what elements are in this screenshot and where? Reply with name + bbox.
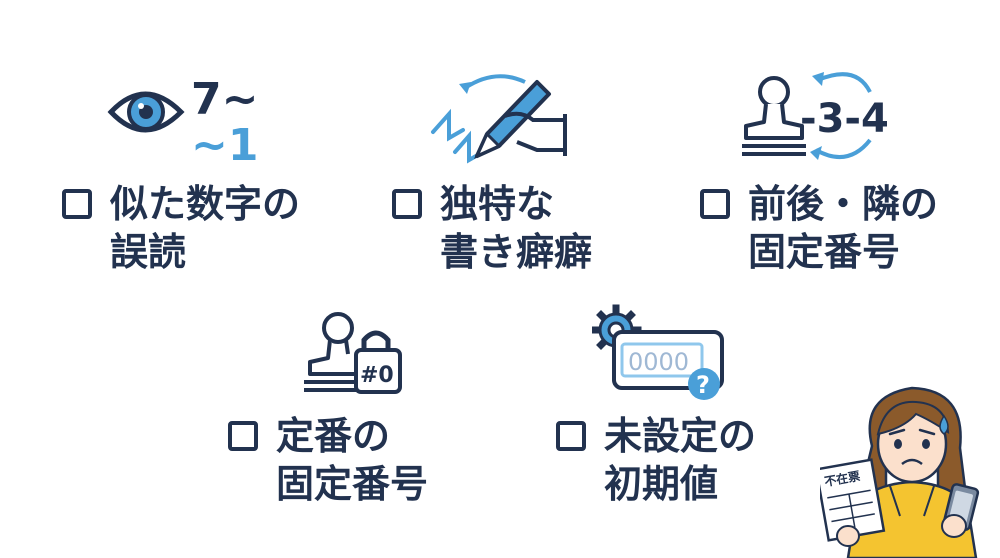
eye-numbers-icon: 7~ ~1	[107, 74, 258, 168]
gear-pin-card-icon: 0000 ?	[592, 304, 724, 400]
item-label: 独特な 書き癖癖	[440, 182, 593, 274]
checkbox[interactable]	[228, 421, 258, 451]
stamp-sequence-icon: -3-4	[742, 72, 889, 160]
eye-glyph-top: 7~	[191, 74, 258, 125]
item-label: 似た数字の 誤読	[110, 182, 301, 274]
stamp-lock-icon: #0	[304, 312, 402, 394]
item-default-value: 未設定の 初期値	[556, 412, 756, 508]
notice-slip: 不在票	[820, 458, 886, 542]
pin-glyph: 0000	[628, 348, 689, 376]
checkbox[interactable]	[62, 189, 92, 219]
item-label: 未設定の 初期値	[604, 414, 757, 506]
checkbox[interactable]	[700, 189, 730, 219]
item-handwriting: 独特な 書き癖癖	[392, 180, 592, 276]
question-badge: ?	[696, 371, 710, 399]
item-similar-digits: 似た数字の 誤読	[62, 180, 300, 276]
stamp-sequence-glyph: -3-4	[800, 96, 889, 142]
lock-glyph: #0	[360, 363, 394, 388]
pen-writing-icon	[431, 74, 567, 164]
item-common-numbers: 定番の 固定番号	[228, 412, 428, 508]
item-label: 前後・隣の 固定番号	[748, 182, 939, 274]
checkbox[interactable]	[392, 189, 422, 219]
eye-glyph-bottom: ~1	[191, 120, 258, 168]
item-label: 定番の 固定番号	[276, 414, 429, 506]
worried-woman-illustration: 不在票	[820, 386, 980, 558]
item-adjacent-numbers: 前後・隣の 固定番号	[700, 180, 938, 276]
checkbox[interactable]	[556, 421, 586, 451]
notice-slip-label: 不在票	[823, 468, 861, 489]
